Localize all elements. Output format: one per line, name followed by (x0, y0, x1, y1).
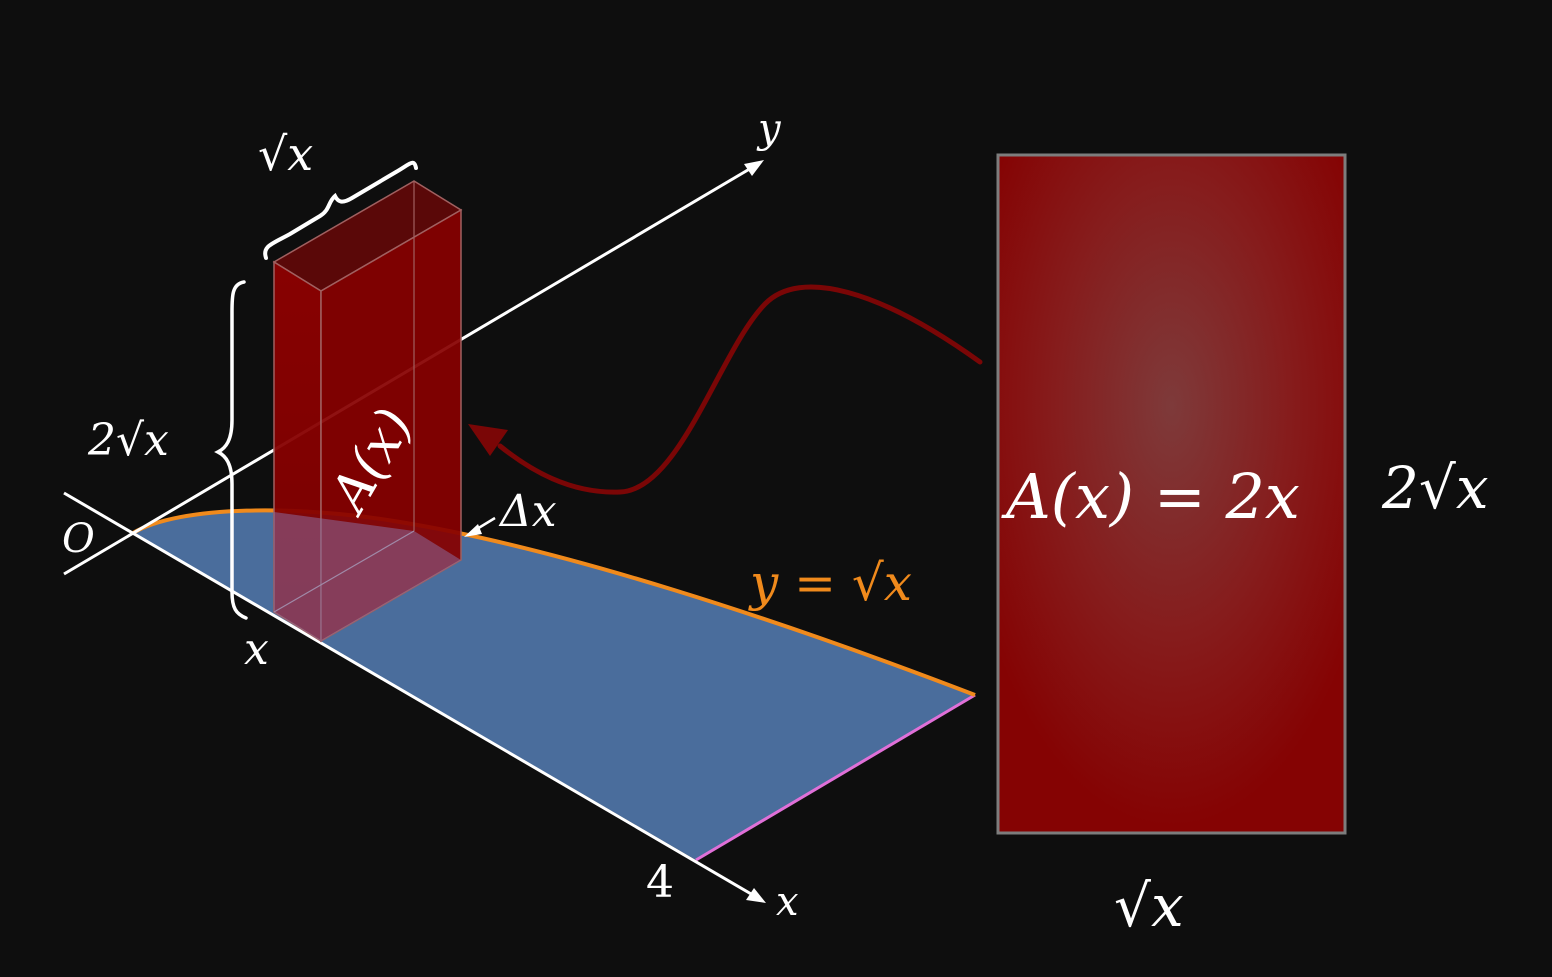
width-label-top: √x (258, 127, 313, 181)
delta-label: Δx (498, 486, 557, 537)
brace-top (263, 160, 418, 260)
x-axis (63, 491, 759, 900)
cross-section-rect (996, 153, 1347, 835)
delta-pointer-head (464, 524, 482, 537)
slab-prism (272, 180, 463, 643)
x-axis-label: x (776, 879, 799, 925)
tick-x-label: x (244, 624, 269, 675)
transfer-arrowhead (468, 424, 508, 456)
rect-width-label: √x (1114, 872, 1184, 940)
y-axis-arrowhead (744, 160, 764, 176)
transfer-arrow (497, 284, 983, 495)
tick-four-label: 4 (646, 857, 674, 908)
height-label-left: 2√x (87, 415, 169, 466)
curve-equation: y = √x (748, 554, 912, 612)
rect-height-label: 2√x (1381, 454, 1489, 522)
slab-lower-tint (274, 512, 461, 641)
origin-label: O (62, 516, 95, 562)
brace-left (214, 280, 248, 620)
x-axis-arrowhead (746, 888, 766, 903)
far-edge (695, 693, 976, 862)
slab-inner-edge (273, 530, 415, 613)
area-formula: A(x) = 2x (1001, 460, 1300, 533)
y-axis-label: y (756, 106, 782, 152)
